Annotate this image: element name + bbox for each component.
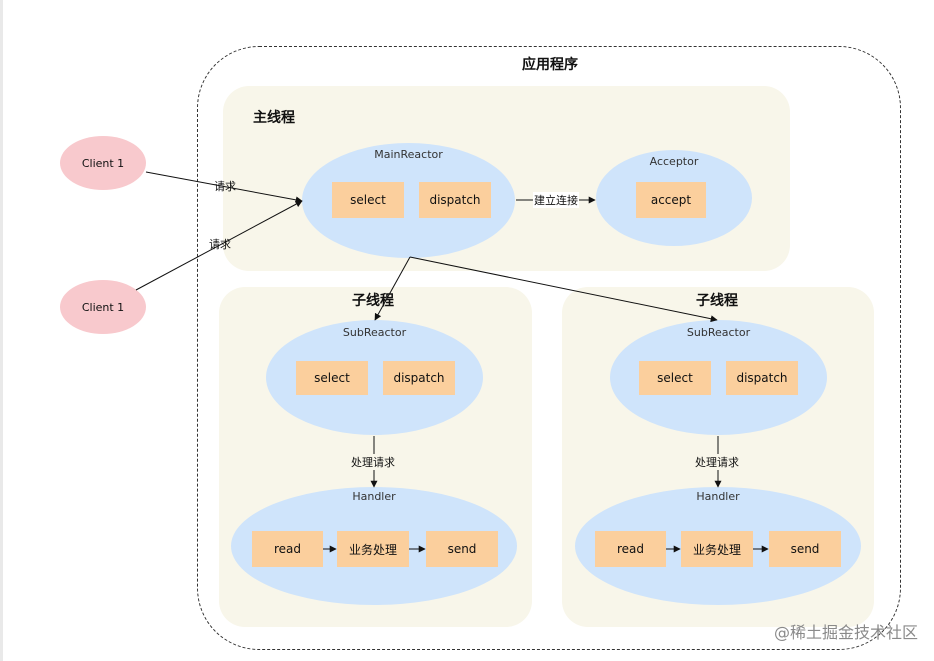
accept-box[interactable]: accept	[636, 182, 706, 218]
request-label-top: 请求	[214, 180, 236, 193]
sub-select-box-left[interactable]: select	[296, 361, 368, 395]
handler-send-box-left[interactable]: send	[426, 531, 498, 567]
arrow-main-reactor-to-sub-left	[374, 256, 411, 321]
watermark-text: @稀土掘金技术社区	[773, 623, 918, 642]
process-request-label-right: 处理请求	[694, 454, 740, 470]
sub-thread-title-right: 子线程	[696, 293, 738, 309]
client-node-bottom[interactable]: Client 1	[60, 280, 146, 334]
handler-title-right: Handler	[696, 490, 740, 503]
handler-business-box-right[interactable]: 业务处理	[681, 531, 753, 567]
handler-title-left: Handler	[352, 490, 396, 503]
arrow-main-reactor-to-sub-right	[409, 256, 718, 323]
handler-business-box-left[interactable]: 业务处理	[337, 531, 409, 567]
request-label-bottom: 请求	[209, 238, 231, 251]
sub-reactor-title-right: SubReactor	[686, 326, 751, 339]
arrow-client-bottom-to-main-reactor	[135, 200, 303, 291]
arrow-client-top-to-main-reactor	[145, 171, 303, 204]
sub-dispatch-box-left[interactable]: dispatch	[383, 361, 455, 395]
sub-select-box-right[interactable]: select	[639, 361, 711, 395]
connect-label: 建立连接	[533, 192, 579, 208]
main-reactor-title: MainReactor	[374, 148, 443, 161]
main-dispatch-box[interactable]: dispatch	[419, 182, 491, 218]
process-request-label-left: 处理请求	[350, 454, 396, 470]
application-title: 应用程序	[522, 57, 578, 73]
acceptor-title: Acceptor	[649, 155, 699, 168]
handler-read-box-right[interactable]: read	[595, 531, 666, 567]
handler-send-box-right[interactable]: send	[769, 531, 841, 567]
client-node-top[interactable]: Client 1	[60, 136, 146, 190]
main-select-box[interactable]: select	[332, 182, 404, 218]
sub-reactor-title-left: SubReactor	[342, 326, 407, 339]
sub-dispatch-box-right[interactable]: dispatch	[726, 361, 798, 395]
handler-read-box-left[interactable]: read	[252, 531, 323, 567]
main-thread-title: 主线程	[253, 110, 295, 126]
application-boundary	[197, 46, 901, 650]
left-edge-bar	[0, 0, 3, 661]
